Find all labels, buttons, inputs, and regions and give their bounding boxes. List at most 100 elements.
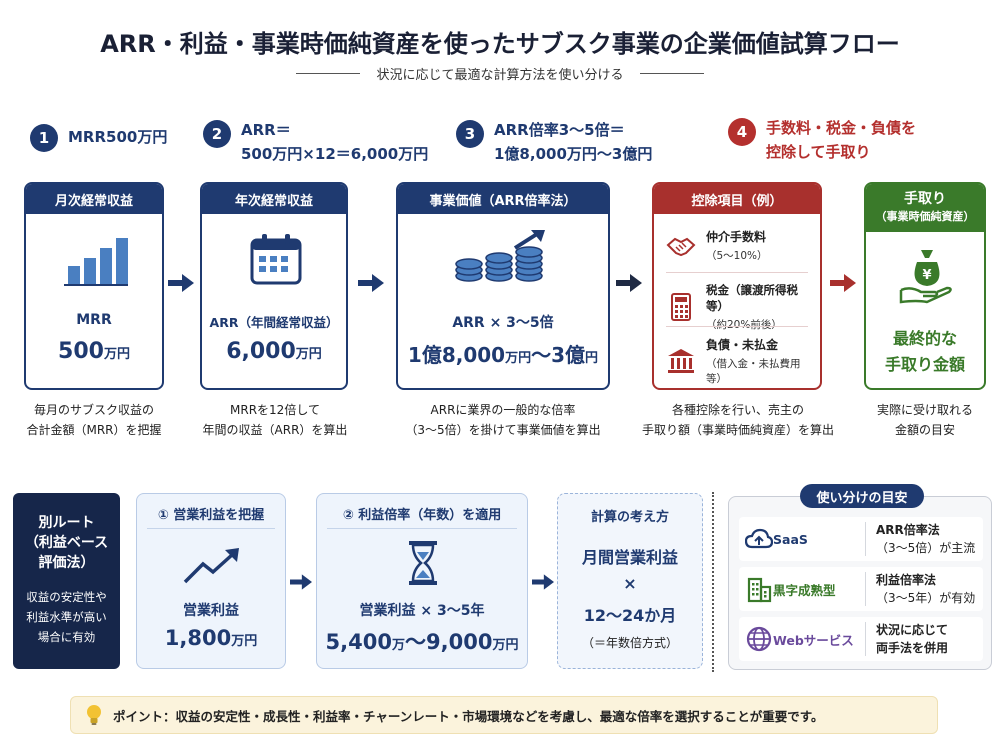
subtitle-rule-left [296,73,361,74]
alt-route-note-3: 場合に有効 [37,630,96,644]
step-1-number: 1 [30,124,58,152]
step-4-line1: 手数料・税金・負債を [766,119,917,137]
guide-row-saas: SaaS ARR倍率法 （3〜5倍）が主流 [739,517,983,561]
guide-profitable-name: 黒字成熟型 [773,582,836,598]
alt-route-note-1: 収益の安定性や [26,590,107,604]
calendar-icon [250,234,302,285]
guide-web-desc-1: 状況に応じて [876,623,949,637]
deduction-tax-title: 税金（譲渡所得税 等） [706,283,798,313]
card-net-header: 手取り （事業時価純資産） [866,184,984,232]
card-value-low: 1億8,000 [407,343,506,367]
cloud-icon [745,528,773,549]
card-value-description: ARRに業界の一般的な倍率 （3〜5倍）を掛けて事業価値を算出 [386,400,620,440]
guide-saas-divider [865,522,866,556]
point-text: ポイント：収益の安定性・成長性・利益率・チャーンレート・市場環境などを考慮し、最… [113,708,824,724]
step-3-number: 3 [456,120,484,148]
card-mrr-unit: 万円 [103,347,130,362]
alt-card-2-low: 5,400 [325,630,392,654]
globe-icon [746,626,772,652]
usage-guide-tag: 使い分けの目安 [800,484,924,508]
svg-text:¥: ¥ [922,268,931,283]
card-value-low-unit: 万円 [505,351,532,366]
alt-route-box: 別ルート （利益ベース 評価法） 収益の安定性や 利益水準が高い 場合に有効 [13,493,120,669]
deduction-tax-detail: （約20%前後） [706,319,782,331]
alt-card-1-label: 営業利益 [183,603,239,619]
card-net-line-2: 手取り金額 [884,355,965,374]
step-2: 2 ARR＝ 500万円×12＝6,000万円 [203,118,428,166]
card-net-result: 最終的な 手取り金額 [866,326,984,378]
card-value-desc-1: ARRに業界の一般的な倍率 [430,403,576,417]
alt-card-operating-profit: ① 営業利益を把握 営業利益 1,800万円 [136,493,286,669]
section-divider [712,492,714,672]
page-title: ARR・利益・事業時価純資産を使ったサブスク事業の企業価値試算フロー [100,30,900,58]
alt-card-2-header: ② 利益倍率（年数）を適用 [342,508,502,523]
card-net-header-1: 手取り [904,191,946,207]
alt-card-1-divider [147,528,275,529]
alt-route-note: 収益の安定性や 利益水準が高い 場合に有効 [13,587,120,647]
card-arr-amount: 6,000万円 [202,339,346,364]
card-deductions-desc-2: 手取り額（事業時価純資産）を算出 [641,423,834,437]
card-value-header: 事業価値（ARR倍率法） [398,184,608,214]
point-banner: ポイント：収益の安定性・成長性・利益率・チャーンレート・市場環境などを考慮し、最… [70,696,938,734]
flow-arrow-4 [830,274,856,292]
alt-card-2-sep: 〜 [405,630,426,654]
deduction-debt-detail: （借入金・未払費用 等） [706,358,801,385]
card-arr-header: 年次経常収益 [202,184,346,214]
alt-card-3-line-1: 月間営業利益 [581,548,678,567]
guide-profitable-desc-1: 利益倍率法 [876,573,937,587]
alt-card-1-unit: 万円 [231,634,258,649]
calculator-icon [671,293,691,321]
alt-card-2-low-unit: 万 [391,638,405,653]
alt-card-2-label: 営業利益 × 3〜5年 [359,603,485,619]
card-value-range-sep: 〜 [531,343,552,367]
card-value-desc-2: （3〜5倍）を掛けて事業価値を算出 [405,423,601,437]
card-deductions-description: 各種控除を行い、売主の 手取り額（事業時価純資産）を算出 [628,400,848,440]
bank-icon [668,349,694,373]
card-net-description: 実際に受け取れる 金額の目安 [855,400,995,440]
deduction-debt-title: 負債・未払金 [706,338,779,352]
subtitle-rule-right [639,73,704,74]
alt-card-2-divider [327,528,517,529]
card-deductions-header: 控除項目（例） [654,184,820,214]
deduction-divider-2 [666,326,808,327]
card-deductions-desc-1: 各種控除を行い、売主の [671,403,804,417]
hourglass-icon [409,541,437,585]
card-arr-label: ARR（年間経常収益） [209,315,339,330]
alt-route-title: 別ルート （利益ベース 評価法） [13,513,120,573]
guide-web-name: Webサービス [773,632,854,648]
money-bag-hand-icon: ¥ [899,250,952,304]
guide-saas-name: SaaS [773,531,808,547]
bar-chart-icon [64,238,128,286]
trend-up-icon [183,548,239,584]
alt-card-2-amount: 5,400万〜9,000万円 [317,626,527,656]
card-mrr-desc-1: 毎月のサブスク収益の [33,403,154,417]
alt-arrow-1 [290,574,312,590]
alt-card-3-line-2: × [623,574,637,593]
card-mrr-description: 毎月のサブスク収益の 合計金額（MRR）を把握 [14,400,174,440]
alt-card-2-high: 9,000 [426,630,493,654]
alt-route-title-3: 評価法） [38,555,95,571]
step-3: 3 ARR倍率3〜5倍＝ 1億8,000万円〜3億円 [456,118,652,166]
flow-arrow-1 [168,274,194,292]
guide-row-profitable: 黒字成熟型 利益倍率法 （3〜5年）が有効 [739,567,983,611]
card-net-header-2: （事業時価純資産） [875,210,975,223]
deduction-item-fee: 仲介手数料 （5〜10%） [666,228,812,263]
card-arr-value: 6,000 [226,339,296,364]
card-deductions: 控除項目（例） 仲介手数料 （5〜10%） 税金（譲渡所得税 等） （約20%前… [652,182,822,390]
step-4: 4 手数料・税金・負債を 控除して手取り [728,116,916,164]
step-1: 1 MRR500万円 [30,122,167,152]
alt-card-3-header: 計算の考え方 [590,510,669,525]
guide-web-desc-2: 両手法を併用 [876,641,949,655]
card-business-value: 事業価値（ARR倍率法） ARR × 3〜5倍 1億8,000万円〜3億円 [396,182,610,390]
step-3-line1: ARR倍率3〜5倍＝ [494,121,625,139]
card-value-high-unit: 円 [585,351,599,366]
card-value-high: 3億 [551,343,586,367]
deduction-item-debt: 負債・未払金 （借入金・未払費用 等） [666,336,812,386]
deduction-item-tax: 税金（譲渡所得税 等） （約20%前後） [666,282,812,332]
alt-card-profit-multiple: ② 利益倍率（年数）を適用 営業利益 × 3〜5年 5,400万〜9,000万円 [316,493,528,669]
alt-card-3-line-4: （＝年数倍方式） [581,636,678,650]
step-3-line2: 1億8,000万円〜3億円 [494,145,653,163]
step-2-number: 2 [203,120,231,148]
card-mrr-value: 500 [58,339,104,364]
subtitle: 状況に応じて最適な計算方法を使い分ける [376,68,624,83]
